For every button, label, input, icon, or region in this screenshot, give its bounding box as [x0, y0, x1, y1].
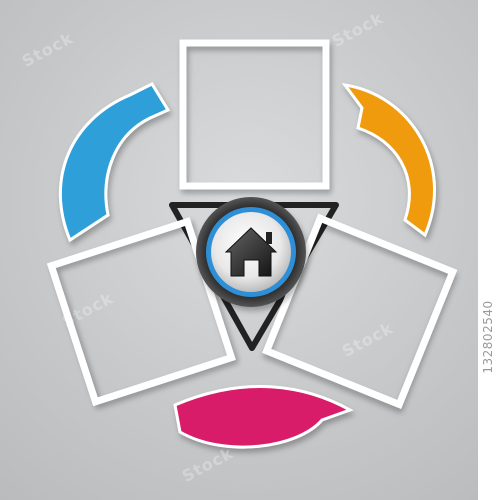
- arrow-blue: [58, 82, 171, 243]
- frame-left[interactable]: [46, 217, 236, 407]
- image-id-watermark: 132802540: [481, 300, 495, 374]
- frame-top[interactable]: [179, 39, 330, 190]
- arrow-orange: [341, 82, 436, 238]
- arrow-magenta: [173, 385, 354, 449]
- watermark-strip: [478, 0, 500, 500]
- home-icon: [224, 227, 278, 277]
